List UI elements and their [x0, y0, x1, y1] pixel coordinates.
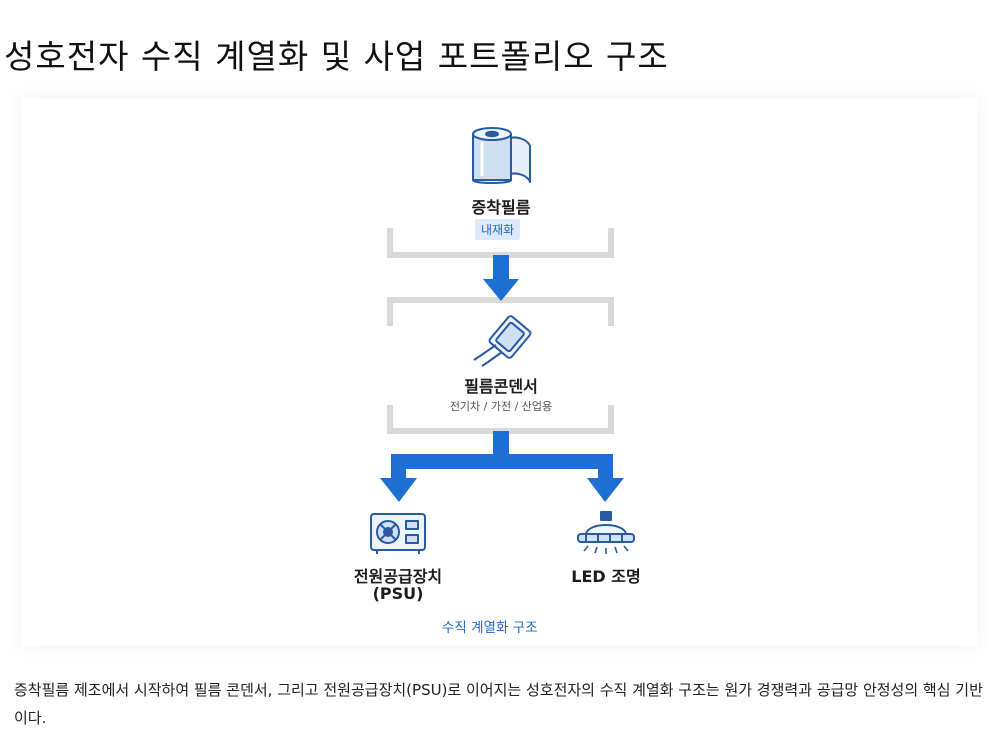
- film-node-label: 증착필름: [471, 198, 531, 217]
- psu-node-label-line2: (PSU): [372, 584, 424, 603]
- capacitor-applications: 전기차 / 가전 / 산업용: [449, 400, 553, 413]
- diagram-panel: 증착필름 내재화 필름콘덴서 전기차 / 가전 / 산업용 전원공급장치 (PS…: [22, 98, 977, 646]
- led-node-label: LED 조명: [571, 567, 641, 586]
- diagram-canvas: [370, 127, 635, 554]
- led-lamp-icon: [577, 511, 635, 554]
- power-supply-icon: [370, 513, 426, 554]
- diagram-caption: 수직 계열화 구조: [442, 620, 538, 636]
- page-title: 성호전자 수직 계열화 및 사업 포트폴리오 구조: [4, 37, 669, 76]
- arrow-film-to-capacitor: [483, 255, 519, 301]
- body-paragraph: 증착필름 제조에서 시작하여 필름 콘덴서, 그리고 전원공급장치(PSU)로 …: [14, 681, 983, 727]
- film-roll-icon: [472, 127, 531, 184]
- capacitor-node-label: 필름콘덴서: [464, 377, 538, 396]
- capacitor-icon: [473, 315, 532, 367]
- psu-node-label-line1: 전원공급장치: [353, 567, 443, 586]
- bracket-mid-upper: [387, 297, 614, 326]
- arrow-capacitor-to-products: [380, 431, 624, 502]
- insourcing-tag: 내재화: [475, 219, 521, 240]
